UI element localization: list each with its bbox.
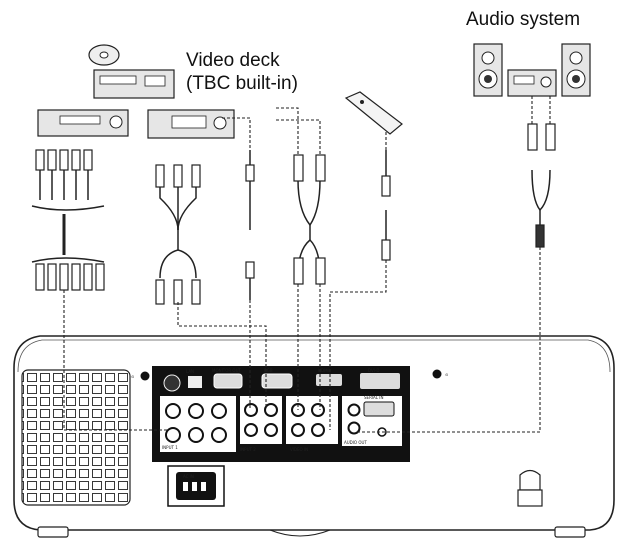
svg-text:AC IN: AC IN [183,474,194,479]
video-deck-sublabel: (TBC built-in) [186,73,298,94]
vent-grille [21,369,131,506]
remote-control-icon [344,91,403,135]
player-icon [147,109,235,139]
connector-panel: LAN MONITOR OUT RGB HDMI DVI-D INPUT 1 I… [152,366,410,507]
audio-system-label: Audio system [466,9,581,30]
security-lock-icon: ⊙ ⊙ [131,369,448,381]
player-icon [37,109,129,137]
dashed-signal-lines [63,96,551,433]
svg-text:HDMI: HDMI [318,368,329,373]
svg-text:SERIAL IN: SERIAL IN [364,395,383,400]
rca-plugs [35,123,556,305]
svg-text:⊙: ⊙ [131,374,134,379]
amplifier-icon [507,69,557,97]
speaker-icon [473,43,503,97]
svg-text:DVI-D: DVI-D [368,368,379,373]
svg-text:AUDIO OUT: AUDIO OUT [344,440,367,445]
svg-text:INPUT 2: INPUT 2 [240,447,256,452]
svg-text:RGB: RGB [264,368,273,373]
svg-text:MONITOR OUT: MONITOR OUT [212,368,241,373]
video-deck-label: Video deck [186,50,280,71]
speaker-icon [561,43,591,97]
svg-text:INPUT 1: INPUT 1 [162,445,178,450]
video-deck-icon [93,69,175,99]
svg-text:⊙: ⊙ [445,372,448,377]
svg-text:LAN: LAN [186,369,194,374]
adjuster-foot [517,469,543,507]
cables [31,150,551,300]
dvd-disc-icon [88,44,120,66]
svg-text:VIDEO IN: VIDEO IN [290,447,308,452]
